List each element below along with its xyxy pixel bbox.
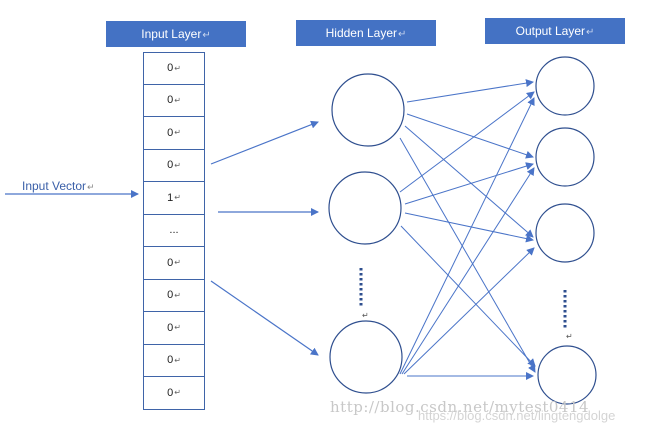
return-mark: ↵ [174,388,181,398]
input-vector-text: Input Vector [22,179,87,193]
input-cell: 0↵ [143,52,205,85]
input-to-hidden-arrow-1 [210,120,319,165]
input-cell: 0↵ [143,247,205,280]
watermark-secondary: https://blog.csdn.net/lingtengdolge [418,408,616,423]
input-cell: 0↵ [143,312,205,345]
return-mark: ↵ [174,323,181,333]
input-cell: 0↵ [143,84,205,117]
input-cell: ... [143,214,205,247]
connection [401,167,535,375]
input-cell: 0↵ [143,117,205,150]
input-to-hidden-arrow-3 [210,280,319,356]
input-cell-value: 0 [167,386,174,399]
input-cell-value: 0 [167,321,174,334]
input-cell: 0↵ [143,344,205,377]
connection [404,212,534,243]
input-cell: 0↵ [143,377,205,410]
return-mark: ↵ [174,160,181,170]
connection [400,225,536,367]
input-cell-value: 0 [167,354,174,367]
output-layer-title: Output Layer [515,24,585,38]
output-node-1 [535,56,595,116]
input-cell: 0↵ [143,149,205,182]
connection [399,91,535,193]
return-mark: ↵ [585,27,595,38]
return-mark: ↵ [174,95,181,105]
input-cell: 0↵ [143,279,205,312]
input-layer-title: Input Layer [141,27,202,41]
input-cell-value: 0 [167,159,174,172]
input-cell-value: 0 [167,126,174,139]
connection [404,125,534,238]
input-cell-value: 0 [167,289,174,302]
return-mark: ↵ [398,29,407,40]
connection [403,247,535,375]
return-mark: ↵ [174,290,181,300]
input-cell-value: 0 [167,256,174,269]
connection [399,137,536,373]
return-mark: ↵ [174,63,181,73]
output-layer-label: Output Layer↵ [485,18,625,44]
return-mark: ↵ [174,355,181,365]
output-ellipsis-mark: ↵ [566,332,573,341]
connection [399,97,535,375]
connection [406,113,534,159]
input-layer-label: Input Layer↵ [106,21,246,47]
hidden-node-1 [331,73,405,147]
input-cell-value: 0 [167,94,174,107]
input-vector-column: 0↵0↵0↵0↵1↵...0↵0↵0↵0↵0↵ [143,52,205,410]
return-mark: ↵ [174,193,181,203]
hidden-node-2 [328,171,402,245]
return-mark: ↵ [87,182,95,192]
return-mark: ↵ [202,30,211,41]
watermark: http://blog.csdn.net/mytest0414 [330,398,590,416]
output-node-4 [537,345,597,405]
input-cell-value: 1 [167,191,174,204]
return-mark: ↵ [174,128,181,138]
hidden-layer-title: Hidden Layer [325,26,397,40]
connection [404,162,534,205]
hidden-to-output-connections [399,79,536,380]
input-cell-value: 0 [167,62,174,75]
output-node-2 [535,127,595,187]
return-mark: ↵ [174,258,181,268]
input-cell: 1↵ [143,182,205,215]
output-node-3 [535,203,595,263]
hidden-layer-label: Hidden Layer↵ [296,20,436,46]
hidden-ellipsis-mark: ↵ [362,311,369,320]
input-cell-value: ... [169,224,179,237]
input-vector-label: Input Vector↵ [22,179,95,193]
connection [406,79,534,103]
hidden-node-3 [329,320,403,394]
